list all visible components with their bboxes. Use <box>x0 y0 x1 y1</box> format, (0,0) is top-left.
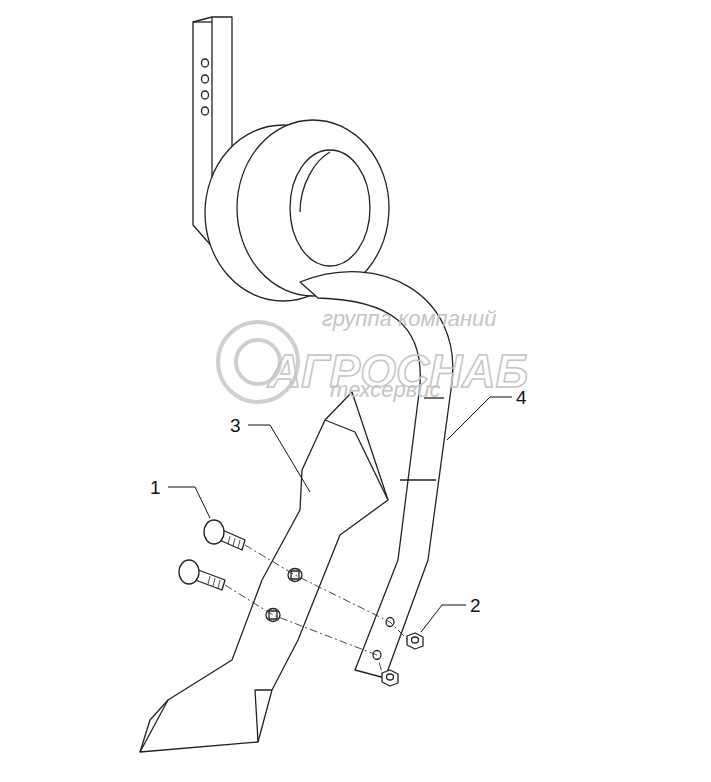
callout-number: 3 <box>230 416 241 435</box>
watermark-text: группа компаний <box>322 308 497 330</box>
thread <box>213 578 215 586</box>
shovel-hole <box>266 609 280 622</box>
leader-line <box>421 605 466 632</box>
nut-bore <box>412 637 419 643</box>
square-hole <box>269 611 277 619</box>
nut-bore <box>387 674 394 680</box>
callout-number: 2 <box>470 596 481 615</box>
shovel <box>140 392 388 752</box>
thread <box>233 538 235 546</box>
coil-turn <box>237 120 389 296</box>
shank-edge <box>193 21 212 22</box>
watermark-text: техсервис <box>330 379 441 401</box>
leader-line <box>168 487 210 518</box>
callout-number: 1 <box>150 478 161 497</box>
shank-hole <box>202 107 209 115</box>
shovel-edge <box>325 420 388 500</box>
shovel-edge <box>255 690 272 742</box>
assembly-line <box>225 585 383 676</box>
leader-line <box>447 397 512 440</box>
tine-edge <box>400 479 436 480</box>
thread <box>228 536 230 544</box>
square-hole <box>291 571 299 579</box>
shank-hole <box>202 91 209 99</box>
shank-hole <box>202 59 209 67</box>
bolt-head <box>179 560 199 584</box>
assembly-line <box>245 545 408 640</box>
coil-inner-edge <box>300 152 330 212</box>
leader-line <box>248 425 310 492</box>
bolt-head <box>204 520 224 544</box>
thread <box>208 576 210 584</box>
shovel-edge <box>140 700 168 752</box>
nut <box>407 633 423 649</box>
tine-hole <box>373 651 381 660</box>
thread <box>238 540 240 548</box>
nut <box>382 670 398 686</box>
thread <box>218 580 220 588</box>
coil-eye <box>290 150 370 266</box>
shank-hole <box>202 75 209 83</box>
callout-number: 4 <box>516 388 527 407</box>
shovel-hole <box>288 569 302 582</box>
